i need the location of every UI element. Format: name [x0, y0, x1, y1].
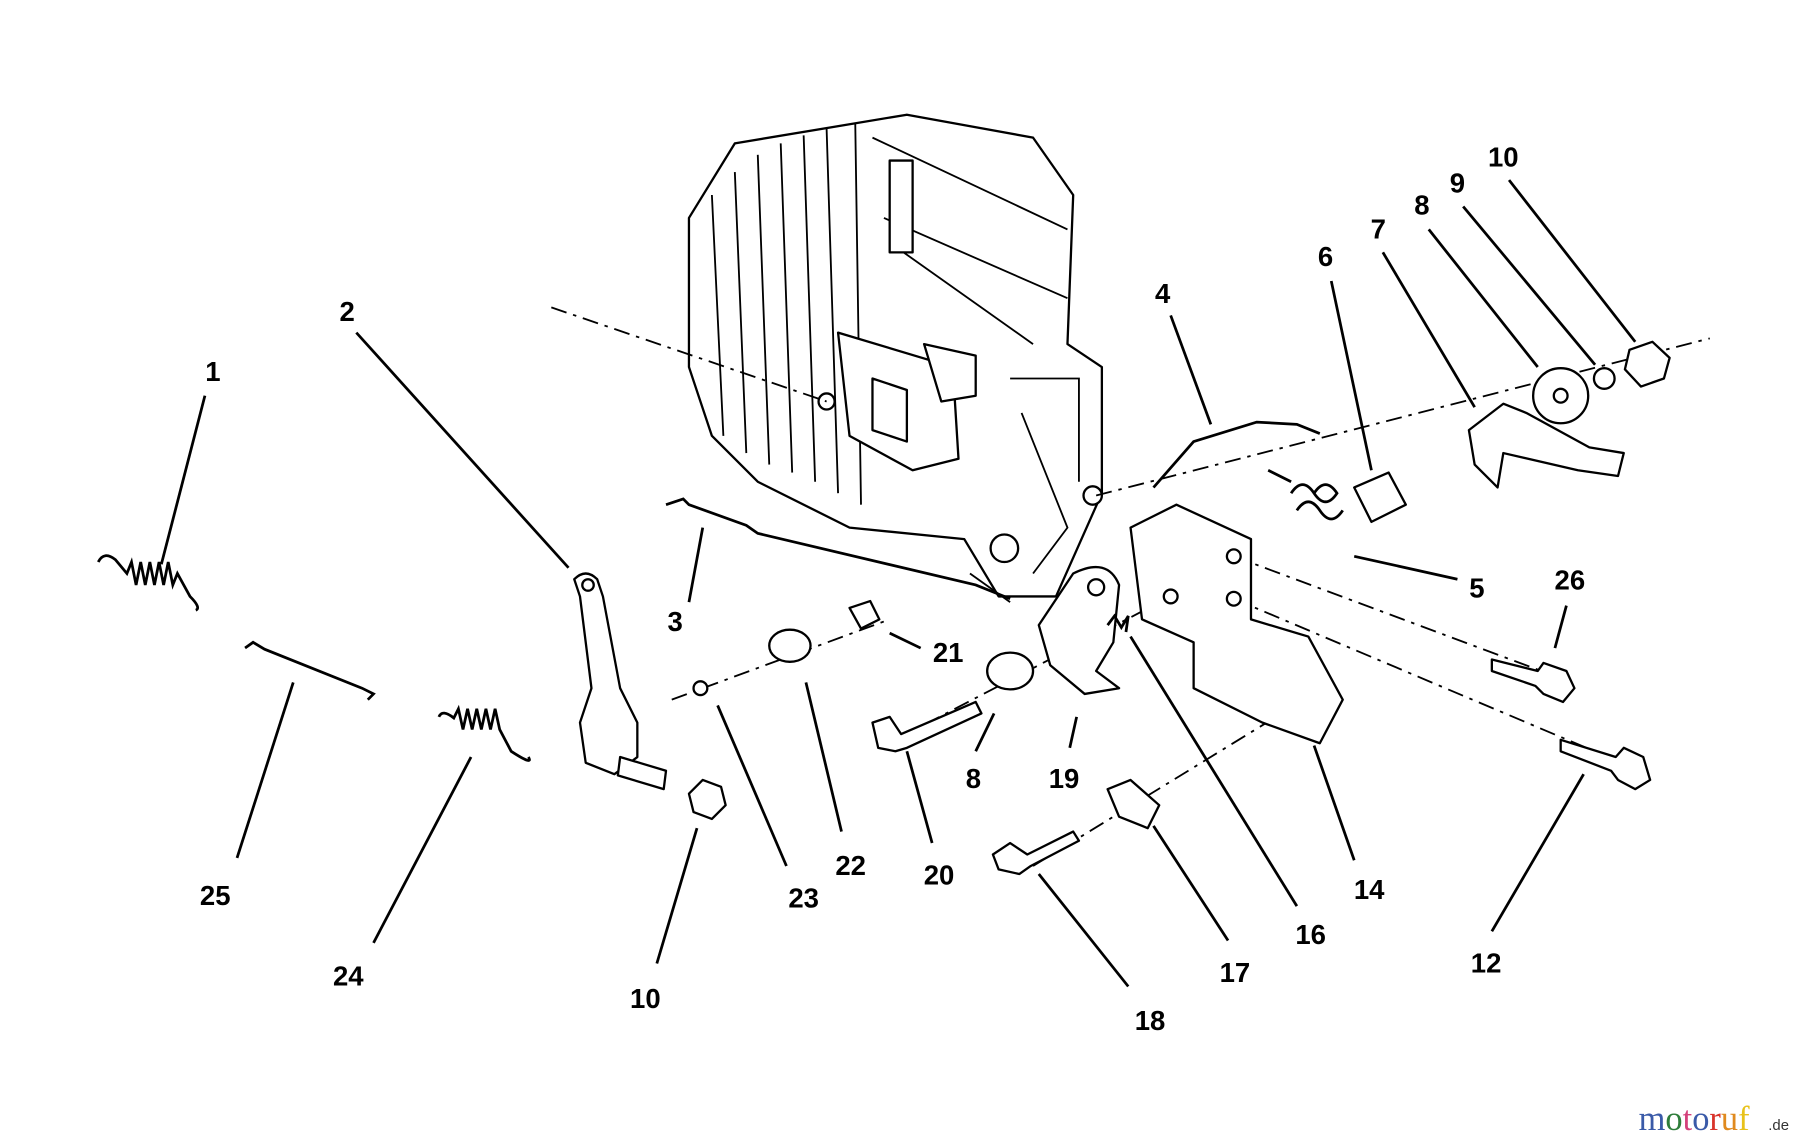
rod-part-4 — [1152, 420, 1321, 489]
link-rod-part-25 — [244, 640, 376, 701]
washer-part-8 — [986, 651, 1035, 691]
axis-line — [1233, 597, 1636, 770]
washer-part-23 — [692, 680, 709, 697]
nut-part-10 — [1623, 340, 1671, 388]
callout-14: 14 — [1354, 874, 1385, 905]
axis-line — [1233, 555, 1573, 684]
callout-22: 22 — [835, 850, 866, 881]
throttle-arm-part-7 — [1467, 402, 1625, 489]
callout-26: 26 — [1555, 565, 1586, 596]
callout-10-upper: 10 — [1488, 141, 1519, 172]
watermark-text: motoruf — [1639, 1100, 1750, 1138]
washer-part-22 — [768, 628, 812, 663]
callout-8-lower: 8 — [966, 763, 981, 794]
bushing-part-6 — [1353, 471, 1407, 524]
leader-lines — [159, 179, 1637, 988]
callout-19: 19 — [1049, 763, 1080, 794]
callout-16: 16 — [1295, 919, 1326, 950]
callout-8-upper: 8 — [1414, 189, 1429, 220]
bolt-part-26 — [1490, 658, 1576, 704]
watermark-letter: r — [1709, 1100, 1721, 1138]
bolt-part-18 — [991, 830, 1081, 876]
callout-2: 2 — [339, 296, 354, 327]
governor-lever-part-2 — [573, 572, 727, 821]
axis-line — [1032, 710, 1286, 867]
watermark-letter: o — [1665, 1100, 1682, 1138]
watermark-letter: o — [1692, 1100, 1709, 1138]
spring-part-1 — [97, 554, 199, 612]
plate-part-19 — [1037, 565, 1121, 696]
watermark-letter: f — [1738, 1100, 1750, 1138]
bolt-part-12 — [1559, 738, 1652, 791]
callout-17: 17 — [1220, 957, 1251, 988]
axis-line — [551, 306, 827, 403]
watermark-letter: m — [1639, 1100, 1666, 1138]
callout-24: 24 — [333, 960, 364, 991]
callout-10-lower: 10 — [630, 983, 661, 1014]
lock-washer-part-9 — [1592, 367, 1616, 390]
callout-21: 21 — [933, 637, 964, 668]
callout-6: 6 — [1318, 241, 1333, 272]
watermark-letter: u — [1721, 1100, 1738, 1138]
spring-part-5 — [1267, 469, 1344, 521]
watermark-suffix: .de — [1768, 1118, 1789, 1134]
callout-23: 23 — [788, 882, 819, 913]
callout-25: 25 — [200, 880, 231, 911]
callout-18: 18 — [1135, 1005, 1166, 1036]
callout-20: 20 — [924, 859, 955, 890]
callout-12: 12 — [1471, 948, 1502, 979]
spring-part-24 — [437, 704, 531, 762]
engine-block — [687, 113, 1104, 603]
bracket-part-14 — [1129, 503, 1344, 745]
callout-5: 5 — [1469, 573, 1484, 604]
callout-4: 4 — [1155, 278, 1171, 309]
watermark-letter: t — [1683, 1100, 1693, 1138]
rod-part-3 — [665, 497, 1011, 601]
spring-part-16 — [1106, 613, 1130, 633]
axis-line — [1095, 337, 1711, 497]
bushing-part-21 — [848, 599, 881, 630]
callout-9: 9 — [1450, 168, 1465, 199]
bolt-part-20 — [871, 700, 983, 753]
callout-7: 7 — [1371, 214, 1386, 245]
clip-part-17 — [1106, 778, 1161, 830]
callout-3: 3 — [668, 606, 683, 637]
callout-1: 1 — [205, 356, 220, 387]
watermark-logo: motoruf .de — [1639, 1100, 1789, 1138]
